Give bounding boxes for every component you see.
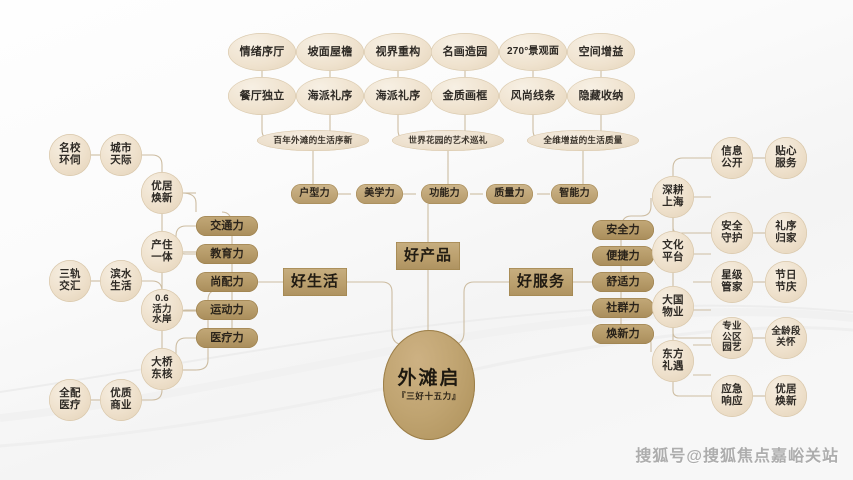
service-far-node[interactable]: 全龄段 关怀: [765, 317, 807, 359]
life-mid-node[interactable]: 滨水 生活: [100, 260, 142, 302]
service-far-node[interactable]: 贴心 服务: [765, 137, 807, 179]
service-mid-node[interactable]: 星级 管家: [711, 261, 753, 303]
service-far-node[interactable]: 优居 焕新: [765, 375, 807, 417]
life-spine-node[interactable]: 0.6 活力 水岸: [141, 289, 183, 331]
life-spine-node[interactable]: 大桥 东核: [141, 348, 183, 390]
product-capability[interactable]: 智能力: [551, 184, 598, 204]
product-capability[interactable]: 美学力: [356, 184, 403, 204]
life-capability[interactable]: 交通力: [196, 216, 258, 236]
product-top-node[interactable]: 坡面屋檐: [296, 33, 364, 71]
product-top-node[interactable]: 空间增益: [567, 33, 635, 71]
service-far-node[interactable]: 节日 节庆: [765, 261, 807, 303]
product-tagline[interactable]: 全维增益的生活质量: [527, 130, 639, 151]
product-second-node[interactable]: 海派礼序: [364, 77, 432, 115]
watermark: 搜狐号@搜狐焦点嘉峪关站: [635, 448, 839, 465]
life-spine-node[interactable]: 优居 焕新: [141, 172, 183, 214]
hub-subtitle: 『三好十五力』: [397, 391, 461, 402]
life-mid-node[interactable]: 城市 天际: [100, 134, 142, 176]
life-far-node[interactable]: 名校 环伺: [49, 134, 91, 176]
service-spine-node[interactable]: 文化 平台: [652, 231, 694, 273]
life-spine-node[interactable]: 产住 一体: [141, 231, 183, 273]
product-tagline[interactable]: 世界花园的艺术巡礼: [392, 130, 504, 151]
service-spine-node[interactable]: 东方 礼遇: [652, 340, 694, 382]
product-tagline[interactable]: 百年外滩的生活序新: [257, 130, 369, 151]
product-second-node[interactable]: 隐藏收纳: [567, 77, 635, 115]
life-capability[interactable]: 医疗力: [196, 328, 258, 348]
product-top-node[interactable]: 视界重构: [364, 33, 432, 71]
service-capability[interactable]: 便捷力: [592, 246, 654, 266]
life-capability[interactable]: 尚配力: [196, 272, 258, 292]
product-second-node[interactable]: 金质画框: [431, 77, 499, 115]
service-mid-node[interactable]: 信息 公开: [711, 137, 753, 179]
service-far-node[interactable]: 礼序 归家: [765, 212, 807, 254]
life-far-node[interactable]: 三轨 交汇: [49, 260, 91, 302]
life-mid-node[interactable]: 优质 商业: [100, 379, 142, 421]
life-capability[interactable]: 运动力: [196, 300, 258, 320]
product-top-node[interactable]: 情绪序厅: [228, 33, 296, 71]
service-spine-node[interactable]: 深耕 上海: [652, 176, 694, 218]
service-capability[interactable]: 社群力: [592, 298, 654, 318]
product-top-node[interactable]: 名画造园: [431, 33, 499, 71]
pillar-good-product[interactable]: 好产品: [396, 242, 460, 270]
service-capability[interactable]: 舒适力: [592, 272, 654, 292]
hub-title: 外滩启: [397, 368, 461, 390]
service-mid-node[interactable]: 应急 响应: [711, 375, 753, 417]
service-capability[interactable]: 焕新力: [592, 324, 654, 344]
pillar-good-service[interactable]: 好服务: [509, 268, 573, 296]
center-hub[interactable]: 外滩启 『三好十五力』: [383, 330, 475, 440]
product-second-node[interactable]: 餐厅独立: [228, 77, 296, 115]
product-second-node[interactable]: 海派礼序: [296, 77, 364, 115]
life-far-node[interactable]: 全配 医疗: [49, 379, 91, 421]
product-capability[interactable]: 质量力: [486, 184, 533, 204]
product-second-node[interactable]: 风尚线条: [499, 77, 567, 115]
product-capability[interactable]: 功能力: [421, 184, 468, 204]
service-mid-node[interactable]: 专业 公区 园艺: [711, 317, 753, 359]
product-top-node[interactable]: 270°景观面: [499, 33, 567, 71]
service-capability[interactable]: 安全力: [592, 220, 654, 240]
life-capability[interactable]: 教育力: [196, 244, 258, 264]
product-capability[interactable]: 户型力: [291, 184, 338, 204]
service-spine-node[interactable]: 大国 物业: [652, 286, 694, 328]
pillar-good-life[interactable]: 好生活: [283, 268, 347, 296]
service-mid-node[interactable]: 安全 守护: [711, 212, 753, 254]
